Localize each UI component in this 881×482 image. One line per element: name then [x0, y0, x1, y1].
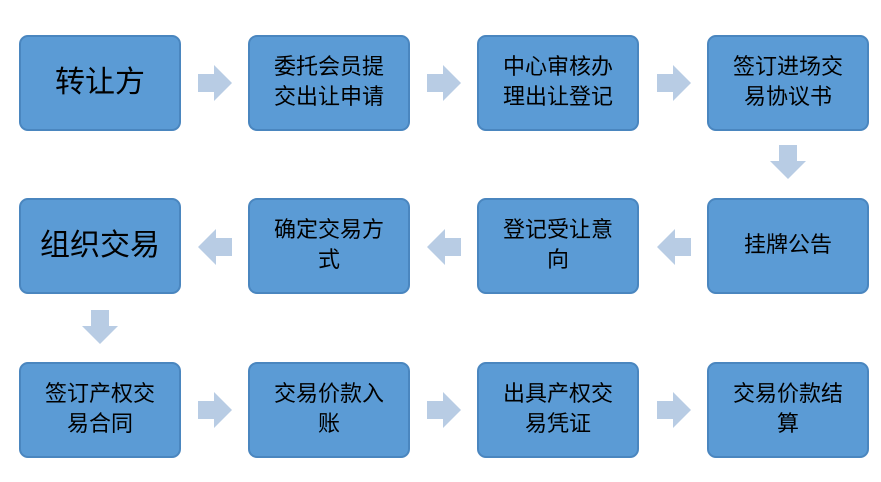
arrow-right-icon [427, 392, 461, 428]
arrow-right-icon [427, 65, 461, 101]
step-issue-certificate: 出具产权交易凭证 [477, 362, 639, 458]
step-submit-application: 委托会员提交出让申请 [248, 35, 410, 131]
arrow-left-icon [198, 229, 232, 265]
step-confirm-method: 确定交易方式 [248, 198, 410, 294]
arrow-right-icon [198, 392, 232, 428]
arrow-down-icon [770, 145, 806, 179]
step-sign-agreement: 签订进场交易协议书 [707, 35, 869, 131]
step-register-intent: 登记受让意向 [477, 198, 639, 294]
arrow-right-icon [657, 65, 691, 101]
step-payment-settlement: 交易价款结算 [707, 362, 869, 458]
arrow-down-icon [82, 310, 118, 344]
step-listing-announcement: 挂牌公告 [707, 198, 869, 294]
step-payment-deposit: 交易价款入账 [248, 362, 410, 458]
step-transferor: 转让方 [19, 35, 181, 131]
arrow-left-icon [657, 229, 691, 265]
step-center-review: 中心审核办理出让登记 [477, 35, 639, 131]
step-sign-contract: 签订产权交易合同 [19, 362, 181, 458]
arrow-right-icon [198, 65, 232, 101]
step-organize-trade: 组织交易 [19, 198, 181, 294]
arrow-right-icon [657, 392, 691, 428]
arrow-left-icon [427, 229, 461, 265]
